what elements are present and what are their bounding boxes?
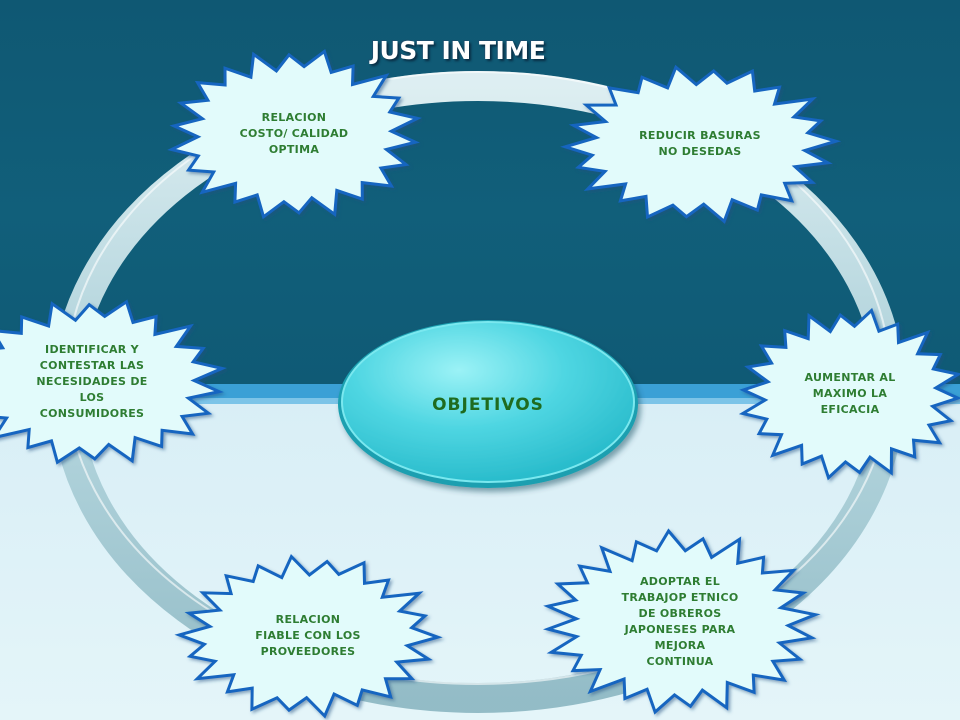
objective-line: MAXIMO LA xyxy=(812,386,888,400)
objective-line: CONSUMIDORES xyxy=(39,407,145,420)
objective-lines: AUMENTAR AL MAXIMO LA EFICACIA xyxy=(804,370,895,418)
objective-lines: IDENTIFICAR Y CONTESTAR LAS NECESIDADES DE… xyxy=(36,342,147,422)
objective-line: COSTO/ CALIDAD xyxy=(239,126,349,140)
burst-shape xyxy=(167,48,422,220)
objective-line: PROVEEDORES xyxy=(260,644,356,658)
objective-text-trabajo-etnico: ADOPTAR EL TRABAJOP ETNICO DE OBREROS JAPON… xyxy=(596,560,764,683)
objective-lines: RELACION FIABLE CON LOS PROVEEDORES xyxy=(255,612,360,660)
objective-line: MEJORA xyxy=(654,638,706,652)
objective-line: AUMENTAR AL xyxy=(804,370,896,384)
burst-shape xyxy=(560,64,842,224)
objective-text-proveedores: RELACION FIABLE CON LOS PROVEEDORES xyxy=(229,581,387,690)
objective-lines: ADOPTAR EL TRABAJOP ETNICO DE OBREROS JAPON… xyxy=(622,574,739,670)
objective-line: OPTIMA xyxy=(268,142,320,156)
objective-burst-consumidores xyxy=(0,299,227,465)
objective-lines: RELACION COSTO/ CALIDAD OPTIMA xyxy=(240,110,349,158)
objective-text-consumidores: IDENTIFICAR Y CONTESTAR LAS NECESIDADES DE… xyxy=(12,326,172,438)
objective-text-costo-calidad: RELACION COSTO/ CALIDAD OPTIMA xyxy=(218,77,371,192)
objective-line: CONTINUA xyxy=(646,654,714,668)
objective-line: JAPONESES PARA xyxy=(624,622,736,636)
objective-line: RELACION xyxy=(261,110,327,124)
burst-shape xyxy=(738,307,960,481)
center-label: OBJETIVOS xyxy=(432,395,544,415)
objective-line: FIABLE CON LOS xyxy=(255,628,361,642)
objective-line: RELACION xyxy=(275,612,341,626)
objective-lines: REDUCIR BASURAS NO DESEDAS xyxy=(639,128,761,160)
objective-line: NO DESEDAS xyxy=(658,144,742,158)
objective-line: DE OBREROS xyxy=(638,606,722,620)
objective-text-basuras: REDUCIR BASURAS NO DESEDAS xyxy=(618,91,783,197)
objective-line: ADOPTAR EL xyxy=(639,574,721,588)
objective-line: LOS xyxy=(79,391,105,404)
objective-line: EFICACIA xyxy=(820,402,880,416)
objective-text-eficacia: AUMENTAR AL MAXIMO LA EFICACIA xyxy=(783,337,918,452)
objective-line: CONTESTAR LAS xyxy=(39,359,145,372)
objective-burst-basuras xyxy=(560,64,842,224)
objective-line: IDENTIFICAR Y xyxy=(45,343,139,356)
objective-burst-eficacia xyxy=(738,307,960,481)
objective-burst-proveedores xyxy=(174,553,443,719)
objective-line: NECESIDADES DE xyxy=(36,375,148,388)
burst-shape xyxy=(174,553,443,719)
objective-burst-trabajo-etnico xyxy=(542,528,821,715)
center-node xyxy=(338,320,638,488)
objective-line: REDUCIR BASURAS xyxy=(639,128,761,142)
objective-burst-costo-calidad xyxy=(167,48,422,220)
burst-shape xyxy=(0,299,227,465)
objective-line: TRABAJOP ETNICO xyxy=(621,590,739,604)
page-title: JUST IN TIME xyxy=(370,36,546,65)
burst-shape xyxy=(542,528,821,715)
